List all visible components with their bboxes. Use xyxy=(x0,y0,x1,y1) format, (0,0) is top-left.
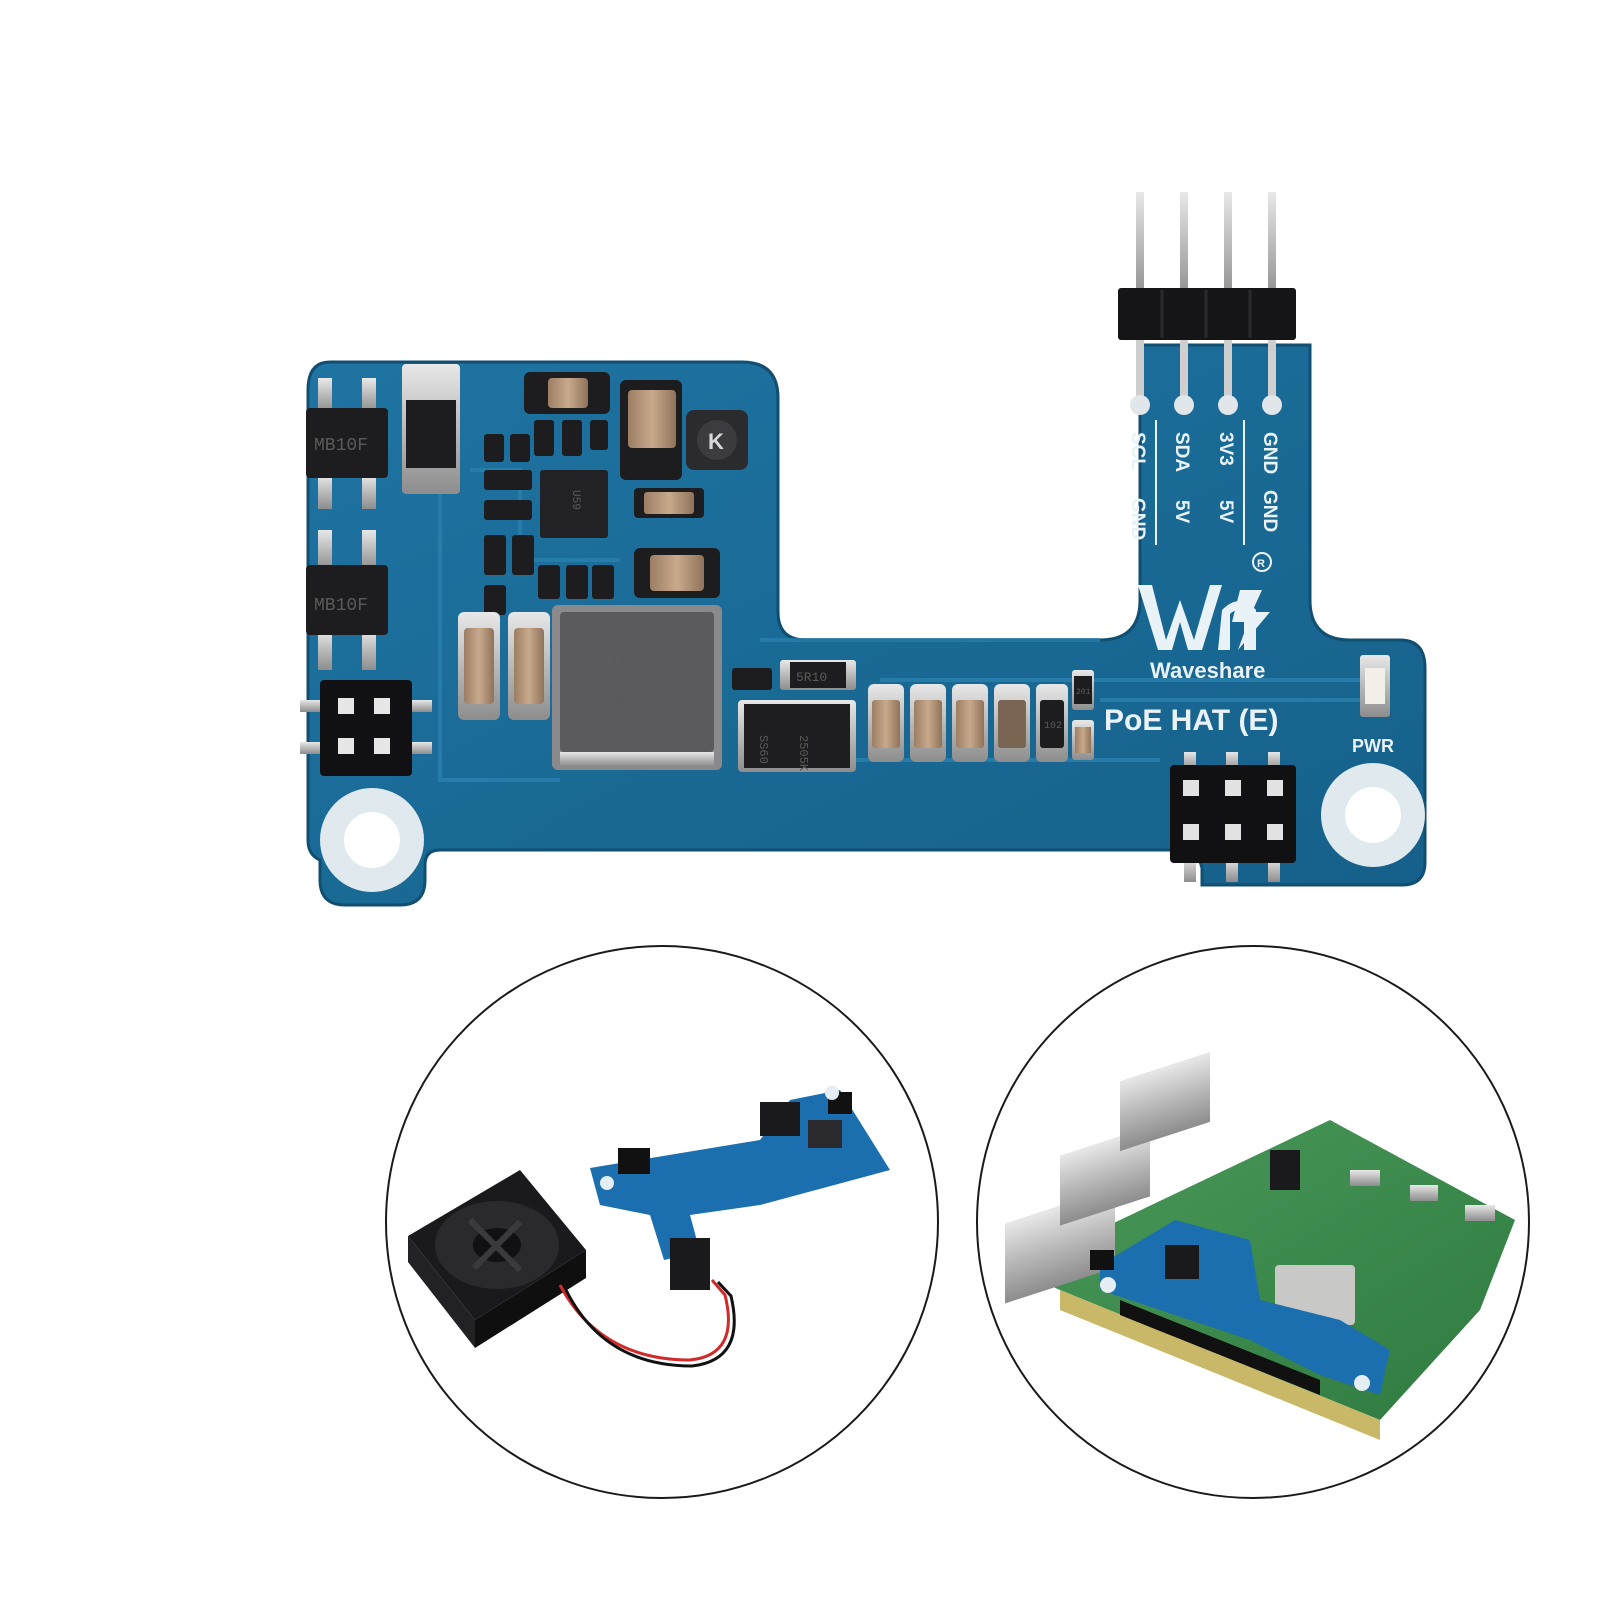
mounting-hole-left xyxy=(320,788,424,892)
small-1-mark: 102 xyxy=(1044,721,1062,732)
bridge-rectifier-1: MB10F xyxy=(306,378,388,509)
bulk-capacitors xyxy=(458,612,550,720)
fan-header-2x2 xyxy=(300,680,432,776)
header-pin-labels: SCL GND SDA 5V 3V3 5V GND GND xyxy=(1127,420,1280,545)
poe-header-2x3 xyxy=(1170,752,1296,882)
pwr-led xyxy=(1360,655,1390,717)
output-capacitor-row: 102 201 xyxy=(868,670,1094,762)
diode-mark-2: 2505K xyxy=(796,735,810,772)
transformer-mark-2: 2524 xyxy=(600,692,653,717)
product-name: PoE HAT (E) xyxy=(1104,704,1278,737)
pin-header-4 xyxy=(1118,192,1296,415)
poe-hat-board: MB10F MB10F xyxy=(300,192,1427,907)
rpi-gpio-header xyxy=(1120,1300,1320,1395)
pin-label-5v-1: 5V xyxy=(1171,500,1192,524)
cooling-fan xyxy=(408,1170,586,1348)
inset-raspberry-pi-mounted xyxy=(976,945,1530,1499)
mounting-hole-right xyxy=(1321,763,1425,867)
svg-text:R: R xyxy=(1257,558,1265,570)
bridge-rectifier-2: MB10F xyxy=(306,530,388,670)
pcb-traces xyxy=(438,400,1380,782)
pin-label-scl: SCL xyxy=(1127,432,1148,470)
bridge-1-mark: MB10F xyxy=(314,436,368,456)
svg-text:U59: U59 xyxy=(569,490,581,510)
current-sense-resistor: 5R10 xyxy=(732,660,856,690)
waveshare-logo: R xyxy=(1138,552,1272,650)
poe-transformer: S2100000 2524 xyxy=(552,605,722,770)
smd-diode-top xyxy=(402,364,460,494)
pin-label-gnd-3: GND xyxy=(1259,490,1280,532)
power-inductor: K xyxy=(686,410,748,470)
transformer-mark-1: S2100000 xyxy=(572,650,678,675)
inset-poe-hat-small xyxy=(590,1086,890,1290)
poe-controller-ic: U59 xyxy=(540,470,608,538)
pin-label-3v3: 3V3 xyxy=(1215,432,1236,466)
inset-poe-hat-mounted xyxy=(1090,1220,1390,1395)
small-passives xyxy=(484,420,614,615)
pwr-label: PWR xyxy=(1352,736,1394,756)
svg-text:K: K xyxy=(708,429,724,454)
pin-label-sda: SDA xyxy=(1171,432,1192,472)
ceramic-capacitors-top xyxy=(524,372,720,598)
bridge-2-mark: MB10F xyxy=(314,596,368,616)
brand-name: Waveshare xyxy=(1150,658,1265,683)
small-2-mark: 201 xyxy=(1076,688,1091,697)
resistor-mark: 5R10 xyxy=(796,670,827,685)
schottky-diode: SS60 2505K xyxy=(738,700,856,772)
pin-label-gnd-1: GND xyxy=(1127,498,1148,540)
inset-fan-connection xyxy=(385,945,939,1499)
pin-label-5v-2: 5V xyxy=(1215,500,1236,524)
diode-mark-1: SS60 xyxy=(756,735,770,764)
pin-label-gnd-2: GND xyxy=(1259,432,1280,474)
rpi-ports xyxy=(1005,1051,1495,1304)
